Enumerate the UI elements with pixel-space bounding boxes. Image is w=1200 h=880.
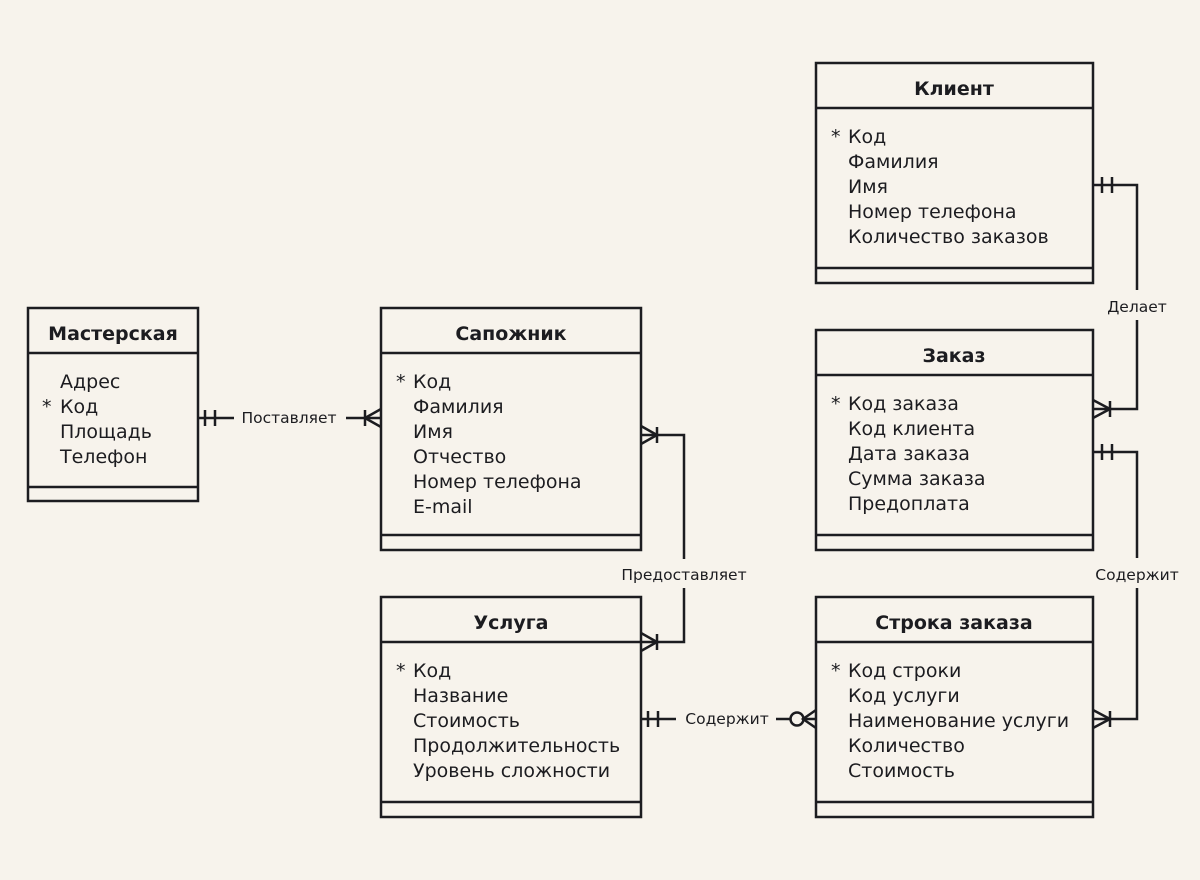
relationship-label: Предоставляет [621,566,746,584]
connector-line [1093,183,1139,290]
attribute: Наименование услуги [848,710,1069,732]
entity-box [814,328,1095,552]
primary-key-marker: * [42,396,52,418]
attribute: Код [413,660,451,682]
connector-line [1093,588,1139,721]
entity-title: Клиент [914,78,994,100]
attribute: Название [413,685,508,707]
attribute: Стоимость [413,710,520,732]
primary-key-marker: * [831,126,841,148]
entity-sapozhnik[interactable]: Сапожник * Код Фамилия Имя Отчество Номе… [379,306,643,552]
attribute: Отчество [413,446,506,468]
attribute: Уровень сложности [413,760,610,782]
entity-masterskaya[interactable]: Мастерская Адрес * Код Площадь Телефон [26,306,200,503]
crows-foot-many-icon [640,424,660,446]
crows-foot-many-icon [800,708,817,730]
crows-foot-many-icon [1092,708,1113,730]
attribute: Количество [848,735,965,757]
connector-line [1093,450,1139,558]
relationship-soderzhit-usluga[interactable]: Содержит [641,708,817,730]
attribute: Код строки [848,660,961,682]
attribute: Количество заказов [848,226,1049,248]
entity-usluga[interactable]: Услуга * Код Название Стоимость Продолжи… [379,595,643,819]
attribute: Фамилия [848,151,939,173]
attribute: Номер телефона [848,201,1017,223]
attribute: Код [413,371,451,393]
attribute: Телефон [59,446,147,468]
entity-klient[interactable]: Клиент * Код Фамилия Имя Номер телефона … [814,61,1095,285]
entity-title: Строка заказа [875,612,1032,634]
attribute: Номер телефона [413,471,582,493]
attribute: Фамилия [413,396,504,418]
attribute: Дата заказа [848,443,970,465]
relationship-label: Поставляет [241,409,336,427]
primary-key-marker: * [396,660,406,682]
entity-zakaz[interactable]: Заказ * Код заказа Код клиента Дата зака… [814,328,1095,552]
connector-line [641,433,686,559]
entity-box [814,61,1095,285]
attribute: Сумма заказа [848,468,985,490]
attribute: Код услуги [848,685,960,707]
attribute: Код заказа [848,393,959,415]
primary-key-marker: * [831,660,841,682]
relationship-label: Содержит [1095,566,1178,584]
attribute: E-mail [413,496,473,518]
attribute: Стоимость [848,760,955,782]
relationship-postavlyaet[interactable]: Поставляет [198,407,382,429]
attribute: Имя [413,421,453,443]
attribute: Код [848,126,886,148]
connector-line [641,588,686,644]
relationship-predostavlyaet[interactable]: Предоставляет [621,424,747,653]
entity-box [26,306,200,503]
crows-foot-many-icon [640,631,660,653]
attribute: Предоплата [848,493,970,515]
attribute: Адрес [60,371,120,393]
crows-foot-many-icon [362,407,382,429]
entity-title: Мастерская [48,323,178,345]
primary-key-marker: * [831,393,841,415]
attribute: Код [60,396,98,418]
relationship-soderzhit-zakaz[interactable]: Содержит [1092,444,1179,730]
relationship-label: Содержит [685,710,768,728]
attribute: Код клиента [848,418,975,440]
connector-line [1093,320,1139,411]
crows-foot-many-icon [1092,398,1113,420]
attribute: Площадь [60,421,152,443]
entity-title: Услуга [474,612,549,634]
attribute: Имя [848,176,888,198]
relationship-delaet[interactable]: Делает [1092,177,1167,420]
primary-key-marker: * [396,371,406,393]
attribute: Продолжительность [413,735,620,757]
entity-box [379,306,643,552]
entity-title: Заказ [922,345,985,367]
entity-box [379,595,643,819]
entity-stroka-zakaza[interactable]: Строка заказа * Код строки Код услуги На… [814,595,1095,819]
relationship-label: Делает [1107,298,1167,316]
entity-title: Сапожник [455,323,566,345]
entity-box [814,595,1095,819]
